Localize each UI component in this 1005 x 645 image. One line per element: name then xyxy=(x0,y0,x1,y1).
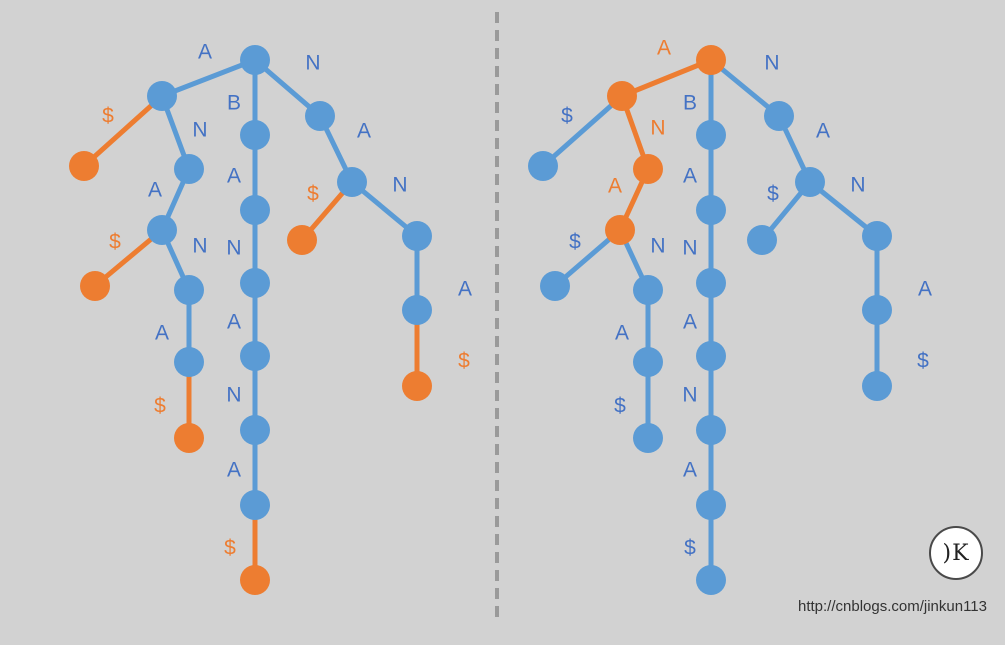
edge-label: $ xyxy=(458,350,470,373)
trie-node xyxy=(240,120,270,150)
trie-node xyxy=(402,371,432,401)
edge-label: N xyxy=(764,52,779,75)
trie-node xyxy=(696,565,726,595)
edge-label: N xyxy=(226,237,241,260)
edge-label: A xyxy=(198,41,212,64)
edge-label: A xyxy=(227,311,241,334)
edge-label: $ xyxy=(224,537,236,560)
edge-label: B xyxy=(227,92,241,115)
trie-edge xyxy=(619,57,714,99)
edge-label: $ xyxy=(917,350,929,373)
edge-label: $ xyxy=(767,183,779,206)
trie-node xyxy=(540,271,570,301)
trie-node xyxy=(174,275,204,305)
trie-node xyxy=(633,275,663,305)
trie-edge xyxy=(540,93,625,169)
edge-label: N xyxy=(650,235,665,258)
trie-node xyxy=(605,215,635,245)
trie-node xyxy=(862,371,892,401)
trie-node xyxy=(528,151,558,181)
edge-label: N xyxy=(682,384,697,407)
edge-label: $ xyxy=(569,231,581,254)
edge-label: A xyxy=(357,120,371,143)
trie-node xyxy=(147,215,177,245)
edge-label: B xyxy=(683,92,697,115)
trie-edge xyxy=(159,57,258,99)
trie-node xyxy=(80,271,110,301)
trie-node xyxy=(862,221,892,251)
edge-label: N xyxy=(192,235,207,258)
trie-node xyxy=(633,347,663,377)
edge-label: A xyxy=(148,179,162,202)
edge-label: A xyxy=(918,278,932,301)
trie-node xyxy=(337,167,367,197)
trie-node xyxy=(764,101,794,131)
edge-label: $ xyxy=(561,105,573,128)
logo-text: )K xyxy=(942,540,970,566)
trie-node xyxy=(402,295,432,325)
trie-node xyxy=(240,268,270,298)
edge-label: $ xyxy=(614,395,626,418)
trie-node xyxy=(696,195,726,225)
edge-label: A xyxy=(683,459,697,482)
trie-node xyxy=(696,490,726,520)
trie-node xyxy=(147,81,177,111)
trie-node xyxy=(795,167,825,197)
trie-node xyxy=(240,565,270,595)
trie-node xyxy=(240,341,270,371)
trie-node xyxy=(747,225,777,255)
trie-node xyxy=(174,423,204,453)
trie-node xyxy=(696,341,726,371)
trie-node xyxy=(240,415,270,445)
trie-node xyxy=(174,347,204,377)
edge-label: A xyxy=(227,459,241,482)
trie-node xyxy=(240,490,270,520)
edge-label: $ xyxy=(109,231,121,254)
edge-label: N xyxy=(192,119,207,142)
trie-node xyxy=(69,151,99,181)
trie-node xyxy=(696,268,726,298)
trie-node xyxy=(696,45,726,75)
edge-label: A xyxy=(683,311,697,334)
trie-node xyxy=(862,295,892,325)
edge-label: N xyxy=(650,117,665,140)
edge-label: $ xyxy=(102,105,114,128)
trie-node xyxy=(240,45,270,75)
edge-label: N xyxy=(682,237,697,260)
trie-node xyxy=(240,195,270,225)
watermark-url: http://cnblogs.com/jinkun113 xyxy=(797,598,987,615)
edge-label: A xyxy=(816,120,830,143)
edge-label: N xyxy=(305,52,320,75)
edge-label: A xyxy=(155,322,169,345)
edge-label: N xyxy=(392,174,407,197)
edge-label: A xyxy=(615,322,629,345)
edge-label: A xyxy=(458,278,472,301)
edge-label: N xyxy=(850,174,865,197)
right-trie: A $ N A $ N A $ B A N A N A $ N A $ N A $ xyxy=(528,37,932,595)
trie-node xyxy=(633,154,663,184)
edge-label: A xyxy=(683,165,697,188)
edge-label: $ xyxy=(154,395,166,418)
trie-node xyxy=(174,154,204,184)
edge-label: $ xyxy=(684,537,696,560)
edge-label: $ xyxy=(307,183,319,206)
edge-label: A xyxy=(227,165,241,188)
jk-logo-icon: )K xyxy=(929,526,983,580)
edge-label: A xyxy=(657,37,671,60)
trie-node xyxy=(305,101,335,131)
trie-node xyxy=(287,225,317,255)
edge-label: N xyxy=(226,384,241,407)
trie-node xyxy=(696,120,726,150)
trie-node xyxy=(607,81,637,111)
edge-label: A xyxy=(608,175,622,198)
trie-node xyxy=(402,221,432,251)
trie-node xyxy=(633,423,663,453)
trie-edge xyxy=(81,93,165,169)
trie-node xyxy=(696,415,726,445)
